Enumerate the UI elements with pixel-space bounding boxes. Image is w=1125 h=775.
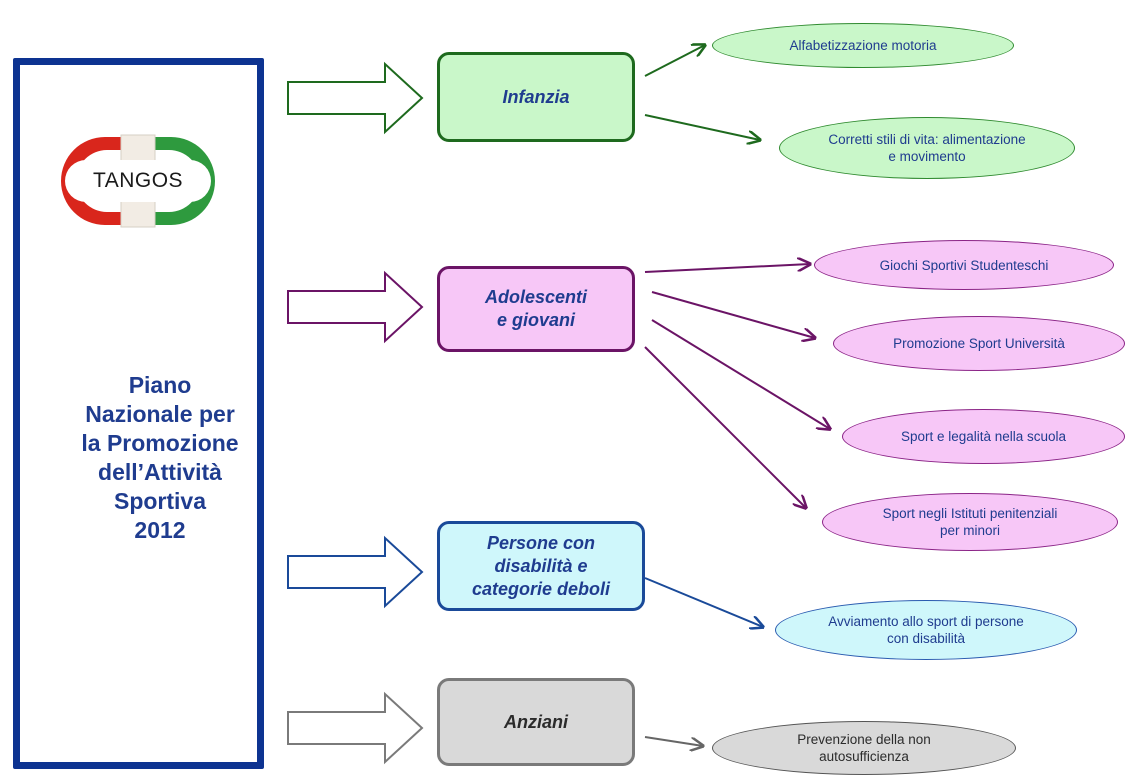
category-label: Adolescenti e giovani	[484, 287, 588, 330]
category-box-disabilita: Persone con disabilità e categorie debol…	[437, 521, 645, 611]
initiative-oval: Sport negli Istituti penitenziali per mi…	[822, 493, 1118, 551]
block-arrow-disabilita	[287, 535, 424, 609]
block-arrow-infanzia	[287, 61, 424, 135]
initiative-oval: Giochi Sportivi Studenteschi	[814, 240, 1114, 290]
panel-title: Piano Nazionale per la Promozione dell’A…	[81, 372, 239, 543]
category-box-anziani: Anziani	[437, 678, 635, 766]
category-box-adolescenti: Adolescenti e giovani	[437, 266, 635, 352]
connector-adolescenti-3	[651, 319, 830, 429]
connector-infanzia-1	[644, 45, 705, 77]
initiative-oval: Alfabetizzazione motoria	[712, 23, 1014, 68]
logo-text: TANGOS	[92, 169, 184, 192]
block-arrow-adolescenti	[287, 270, 424, 344]
initiative-oval: Corretti stili di vita: alimentazione e …	[779, 117, 1075, 179]
connector-anziani-1	[644, 736, 703, 746]
category-label: Persone con disabilità e categorie debol…	[471, 532, 611, 599]
block-arrow-anziani	[287, 691, 424, 765]
initiative-oval: Sport e legalità nella scuola	[842, 409, 1125, 464]
initiative-oval: Prevenzione della non autosufficienza	[712, 721, 1016, 775]
initiative-oval: Avviamento allo sport di persone con dis…	[775, 600, 1077, 660]
connector-adolescenti-1	[644, 264, 810, 273]
plan-panel	[13, 58, 264, 769]
connector-adolescenti-2	[651, 291, 815, 338]
connector-adolescenti-4	[644, 346, 806, 508]
category-label: Anziani	[503, 711, 568, 732]
tangos-logo-icon	[61, 134, 215, 228]
initiative-oval: Promozione Sport Università	[833, 316, 1125, 371]
connector-disabilita-1	[644, 577, 763, 627]
category-label: Infanzia	[502, 86, 570, 107]
tangos-logo: TANGOS	[57, 133, 219, 229]
category-box-infanzia: Infanzia	[437, 52, 635, 142]
connector-infanzia-2	[644, 114, 760, 140]
